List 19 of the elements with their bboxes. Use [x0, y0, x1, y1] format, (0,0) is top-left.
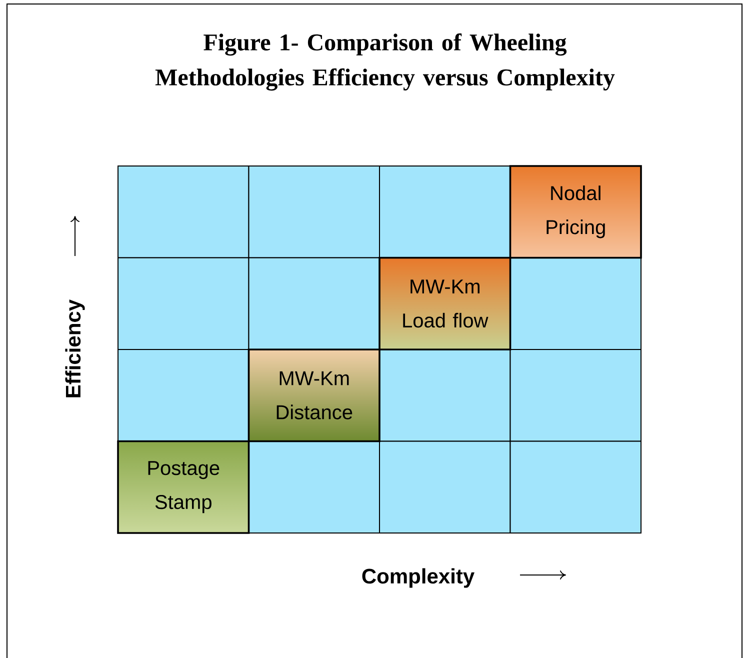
- grid-cell: [118, 349, 250, 442]
- axis-label: Complexity: [362, 568, 474, 588]
- grid-cell: [379, 166, 511, 258]
- grid-cell: [379, 349, 511, 442]
- grid-cell: [510, 257, 642, 350]
- method-cell: Postage Stamp: [117, 440, 250, 534]
- grid-cell: [379, 440, 511, 534]
- grid-cell: [248, 166, 380, 258]
- method-cell: MW-Km Load flow: [378, 256, 512, 350]
- grid-cell: [118, 257, 250, 350]
- grid-cell: [510, 349, 642, 442]
- grid-cell: [118, 166, 250, 258]
- method-cell: MW-Km Distance: [248, 348, 380, 442]
- grid-cell: [248, 440, 380, 534]
- figure-title: Figure 1- Comparison of Wheeling Methodologies Efficiency versus Complexity: [155, 33, 615, 91]
- grid-cell: [510, 440, 642, 534]
- method-cell: Nodal Pricing: [509, 165, 642, 259]
- axis-label: Efficiency: [65, 300, 85, 398]
- grid-cell: [248, 257, 380, 350]
